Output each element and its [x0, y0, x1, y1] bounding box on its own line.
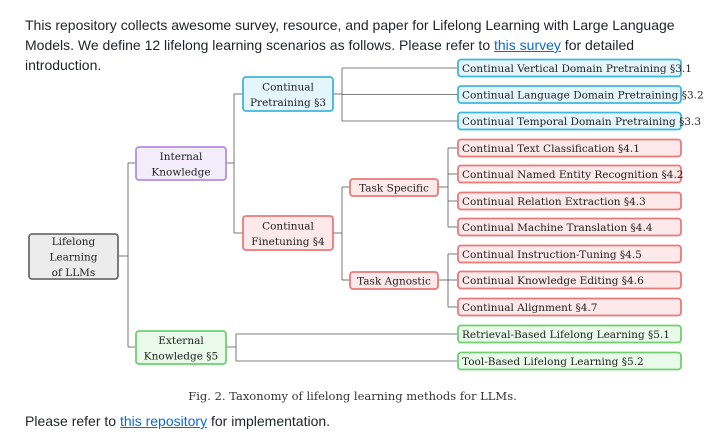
outro-paragraph: Please refer to this repository for impl… [25, 411, 330, 431]
node-task-specific: Task Specific [349, 178, 439, 197]
leaf-pretraining-1-label: Continual Vertical Domain Pretraining §3… [462, 63, 692, 75]
node-root-box [28, 233, 119, 280]
leaf-pretraining-2-label: Continual Language Domain Pretraining §3… [462, 90, 704, 102]
leaf-agnostic-1-label: Continual Instruction-Tuning §4.5 [462, 249, 642, 261]
leaf-agnostic-3: Continual Alignment §4.7 [457, 297, 682, 317]
intro-text-before: This repository collects awesome survey,… [25, 17, 675, 53]
node-continual-finetuning-box [242, 215, 334, 251]
leaf-specific-1: Continual Text Classification §4.1 [457, 138, 682, 158]
leaf-external-1-box [457, 324, 682, 344]
leaf-specific-2-box [457, 164, 682, 184]
node-task-agnostic-box [349, 271, 439, 290]
node-task-specific-box [349, 178, 439, 197]
leaf-specific-4-box [457, 217, 682, 237]
leaf-agnostic-1: Continual Instruction-Tuning §4.5 [457, 244, 682, 264]
leaf-specific-3: Continual Relation Extraction §4.3 [457, 191, 682, 211]
node-internal-knowledge-box [135, 146, 227, 181]
leaf-agnostic-2: Continual Knowledge Editing §4.6 [457, 270, 682, 290]
leaf-pretraining-2-box [457, 85, 682, 104]
leaf-specific-1-box [457, 138, 682, 158]
leaf-external-2-box [457, 351, 682, 371]
leaf-specific-4: Continual Machine Translation §4.4 [457, 217, 682, 237]
leaf-agnostic-3-box [457, 297, 682, 317]
node-continual-pretraining-label: Continual [262, 81, 314, 93]
intro-text-after: for detailed introduction. [25, 37, 635, 73]
leaf-pretraining-1: Continual Vertical Domain Pretraining §3… [457, 58, 692, 78]
leaf-agnostic-1-box [457, 244, 682, 264]
node-internal-knowledge-label: Internal [160, 151, 203, 163]
leaf-specific-3-label: Continual Relation Extraction §4.3 [462, 196, 646, 208]
leaf-specific-4-label: Continual Machine Translation §4.4 [462, 222, 653, 234]
leaf-specific-2-label: Continual Named Entity Recognition §4.2 [462, 169, 683, 181]
repository-link[interactable]: this repository [119, 413, 208, 429]
leaf-agnostic-3-label: Continual Alignment §4.7 [462, 302, 597, 314]
node-root-label: Lifelong [52, 236, 96, 248]
node-continual-finetuning-label: Continual [262, 220, 314, 232]
leaf-specific-1-label: Continual Text Classification §4.1 [462, 143, 640, 155]
node-task-specific-label: Task Specific [359, 183, 429, 195]
node-task-agnostic-label: Task Agnostic [357, 276, 431, 288]
leaf-agnostic-2-box [457, 270, 682, 290]
leaf-external-1: Retrieval-Based Lifelong Learning §5.1 [457, 324, 682, 344]
leaf-pretraining-3: Continual Temporal Domain Pretraining §3… [457, 111, 701, 131]
leaf-external-2: Tool-Based Lifelong Learning §5.2 [457, 351, 682, 371]
leaf-pretraining-3-box [457, 111, 682, 131]
leaf-pretraining-2: Continual Language Domain Pretraining §3… [457, 85, 704, 104]
leaf-specific-3-box [457, 191, 682, 211]
leaf-pretraining-1-box [457, 58, 682, 78]
leaf-agnostic-2-label: Continual Knowledge Editing §4.6 [462, 275, 644, 287]
node-external-knowledge-label: Knowledge §5 [144, 350, 218, 362]
node-internal-knowledge-label: Knowledge [151, 166, 210, 178]
node-root-label: of LLMs [52, 267, 96, 279]
outro-text-after: for implementation. [207, 413, 331, 429]
node-continual-pretraining-label: Pretraining §3 [250, 97, 326, 109]
figure-caption: Fig. 2. Taxonomy of lifelong learning me… [188, 389, 517, 403]
leaf-specific-2: Continual Named Entity Recognition §4.2 [457, 164, 683, 184]
node-continual-finetuning-label: Finetuning §4 [251, 236, 325, 248]
intro-paragraph: This repository collects awesome survey,… [25, 15, 690, 75]
node-external-knowledge-label: External [158, 335, 204, 347]
node-external-knowledge-box [135, 330, 227, 365]
leaf-external-2-label: Tool-Based Lifelong Learning §5.2 [462, 356, 644, 368]
node-continual-pretraining-box [242, 76, 334, 112]
node-task-agnostic: Task Agnostic [349, 271, 439, 290]
node-root-label: Learning [49, 252, 97, 264]
outro-text-before: Please refer to [25, 413, 120, 429]
leaf-pretraining-3-label: Continual Temporal Domain Pretraining §3… [462, 116, 701, 128]
survey-link[interactable]: this survey [494, 37, 561, 53]
leaf-external-1-label: Retrieval-Based Lifelong Learning §5.1 [462, 329, 670, 341]
